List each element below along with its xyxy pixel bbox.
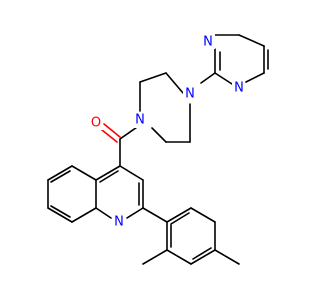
bond bbox=[139, 72, 167, 83]
bond bbox=[190, 249, 216, 265]
bond bbox=[151, 127, 167, 143]
bond bbox=[200, 72, 216, 84]
label-background bbox=[133, 112, 146, 128]
bond bbox=[190, 207, 216, 223]
bond bbox=[238, 34, 265, 47]
bond bbox=[165, 72, 184, 94]
bond bbox=[214, 72, 233, 85]
bond bbox=[99, 170, 119, 183]
bond bbox=[170, 212, 190, 225]
label-background bbox=[183, 86, 196, 102]
bonds bbox=[47, 34, 269, 265]
bond bbox=[192, 247, 212, 260]
bond bbox=[50, 205, 71, 218]
label-background bbox=[112, 214, 125, 230]
label-background bbox=[89, 114, 103, 130]
chemical-structure: N N N N O N bbox=[47, 33, 269, 265]
bond bbox=[50, 170, 71, 183]
bond bbox=[142, 249, 168, 265]
pyrimidine-nitrogen-atom-1: N bbox=[203, 35, 213, 50]
piperazine-nitrogen-atom-2: N bbox=[135, 113, 145, 128]
bond bbox=[166, 207, 192, 223]
label-background bbox=[232, 80, 245, 96]
carbonyl-oxygen-atom: O bbox=[91, 116, 101, 131]
bond bbox=[245, 72, 265, 83]
molecule-canvas: N N N N O N bbox=[47, 33, 269, 265]
bond bbox=[47, 165, 73, 181]
bond bbox=[103, 123, 121, 138]
pyrimidine-nitrogen-atom-2: N bbox=[234, 81, 244, 96]
bond bbox=[47, 207, 73, 223]
bond bbox=[101, 129, 118, 143]
bond bbox=[95, 207, 112, 219]
bond bbox=[126, 207, 144, 219]
bond bbox=[214, 249, 240, 265]
bond bbox=[71, 207, 97, 223]
quinoline-nitrogen-atom: N bbox=[114, 215, 124, 230]
piperazine-nitrogen-atom-1: N bbox=[185, 87, 195, 102]
label-background bbox=[202, 33, 215, 49]
atom-labels: N N N N O N bbox=[89, 33, 245, 230]
bond bbox=[71, 165, 97, 181]
bond bbox=[119, 165, 144, 181]
bond bbox=[95, 165, 121, 181]
bond bbox=[166, 249, 192, 265]
bond bbox=[142, 207, 168, 223]
